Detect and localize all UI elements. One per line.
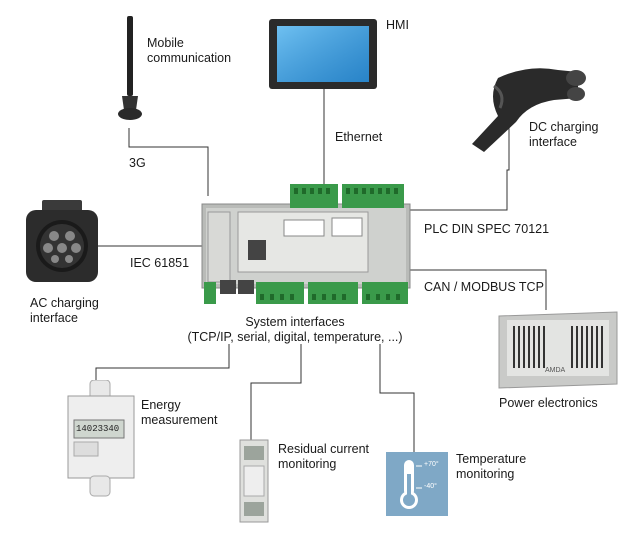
system-interfaces-label: System interfaces(TCP/IP, serial, digita… <box>187 315 403 344</box>
line-dc <box>410 120 510 211</box>
line-mobile <box>128 128 209 196</box>
3g-label: 3G <box>129 156 146 170</box>
can-label: CAN / MODBUS TCP <box>424 280 544 294</box>
ac-socket-icon <box>26 200 98 282</box>
plc-label: PLC DIN SPEC 70121 <box>424 222 550 236</box>
antenna-icon <box>118 16 142 120</box>
power-label: Power electronics <box>499 396 598 410</box>
ethernet-label: Ethernet <box>335 130 383 144</box>
psu-brand-text: AMDA <box>545 367 566 374</box>
charge-controller-icon <box>201 184 411 304</box>
thermo-low-text: -40° <box>424 483 437 490</box>
energy-meter-icon <box>67 380 135 497</box>
thermo-high-text: +70° <box>424 461 439 468</box>
hmi-screen-icon <box>269 19 377 89</box>
thermometer-icon <box>386 452 448 516</box>
line-residual <box>250 344 302 442</box>
hmi-label: HMI <box>386 18 409 32</box>
iec-label: IEC 61851 <box>130 256 190 270</box>
meter-display-text: 14023340 <box>76 424 120 434</box>
line-energy <box>95 344 230 383</box>
power-electronics-icon <box>498 311 618 389</box>
line-can <box>410 269 547 310</box>
line-temp <box>379 344 415 452</box>
rcd-icon <box>239 439 269 523</box>
dc-plug-icon <box>472 68 586 152</box>
